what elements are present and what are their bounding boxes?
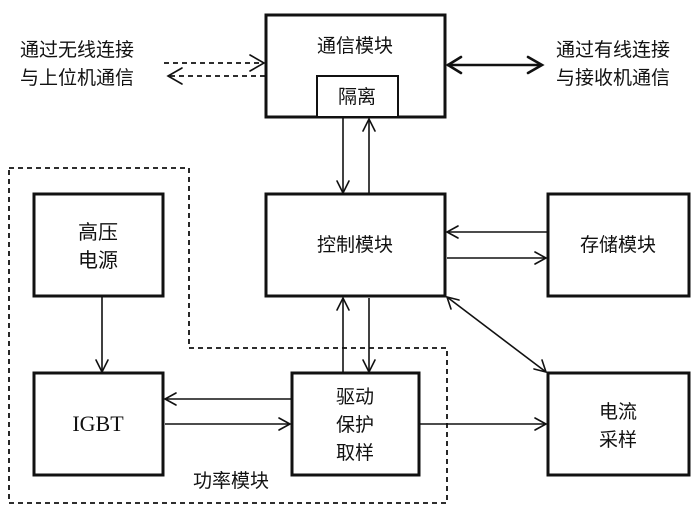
current-sampling-module: 电流 采样	[546, 371, 691, 477]
drive-module: 驱动 保护 取样	[290, 371, 421, 477]
storage-module-label: 存储模块	[580, 234, 656, 256]
drive-label-line3: 取样	[336, 442, 374, 464]
hv-power-label-line2: 电源	[78, 248, 118, 272]
igbt-drive-arrows	[163, 392, 292, 431]
drive-current-arrow	[420, 417, 548, 431]
wired-text-line1: 通过有线连接	[556, 39, 670, 61]
control-module: 控制模块	[264, 192, 447, 298]
control-storage-arrows	[445, 225, 548, 265]
hv-power-module: 高压 电源	[32, 192, 165, 298]
storage-module: 存储模块	[546, 192, 691, 298]
wired-link-arrow	[445, 55, 545, 75]
isolation-label: 隔离	[338, 86, 376, 108]
power-module-group-label: 功率模块	[193, 470, 269, 492]
current-sampling-label-line1: 电流	[599, 401, 637, 423]
control-current-arrow	[445, 295, 548, 374]
comm-module-label: 通信模块	[317, 35, 393, 57]
wireless-text-line2: 与上位机通信	[20, 67, 134, 89]
comm-control-arrows	[336, 117, 376, 195]
control-drive-arrows	[336, 296, 376, 374]
hv-igbt-arrow	[95, 297, 109, 374]
igbt-module: IGBT	[32, 371, 165, 477]
power-module-group-outline	[8, 167, 448, 504]
current-sampling-label-line2: 采样	[599, 429, 637, 451]
wireless-link-arrow	[164, 54, 266, 85]
drive-label-line1: 驱动	[336, 386, 374, 408]
control-module-label: 控制模块	[317, 234, 393, 256]
hv-power-label-line1: 高压	[78, 220, 118, 244]
wired-text-line2: 与接收机通信	[556, 67, 670, 89]
comm-module: 通信模块 隔离	[264, 13, 447, 119]
wireless-text-line1: 通过无线连接	[20, 39, 134, 61]
igbt-label: IGBT	[72, 411, 124, 436]
isolation-block	[316, 75, 399, 118]
drive-label-line2: 保护	[336, 414, 374, 436]
